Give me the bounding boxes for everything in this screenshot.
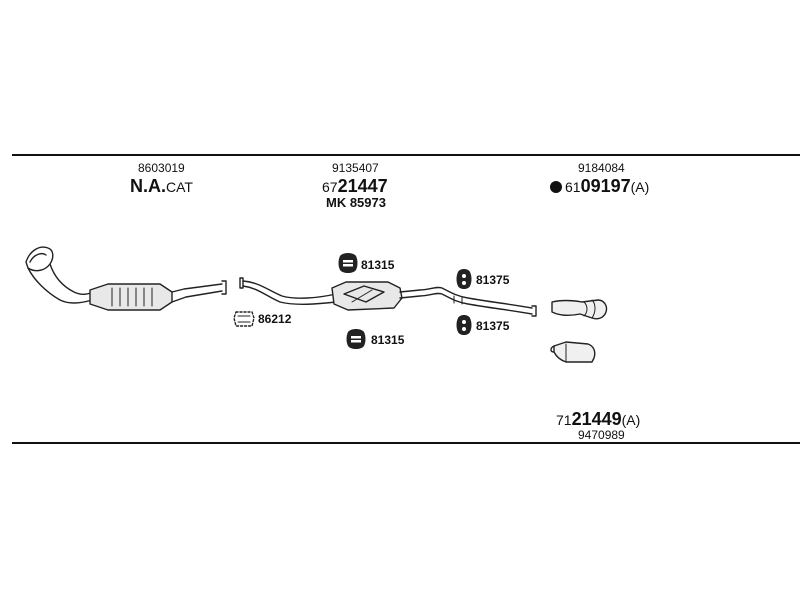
callout-hanger-top: 81315 — [361, 258, 395, 272]
part1-number: 8603019 — [138, 161, 185, 175]
part1-name-bold: N.A. — [130, 176, 166, 196]
part4-ref-suffix: (A) — [621, 412, 641, 428]
rear-tail-pipe-bottom-shape — [550, 341, 596, 363]
part3-ref: 6109197(A) — [550, 177, 649, 196]
part4-number: 9470989 — [578, 428, 625, 442]
part3-ref-prefix: 61 — [565, 179, 581, 195]
rubber-ring-top-icon — [456, 269, 472, 289]
catalytic-converter-shape — [89, 280, 227, 311]
callout-kit: 86212 — [258, 312, 292, 326]
part3-number: 9184084 — [578, 161, 625, 175]
part1-name-rest: CAT — [166, 179, 193, 195]
rear-tail-pipe-top-shape — [551, 299, 608, 320]
top-rule — [12, 154, 800, 156]
part1-name: N.A.CAT — [130, 177, 193, 196]
part2-ref-main: 21447 — [337, 176, 388, 196]
center-muffler-shape — [239, 277, 537, 317]
part3-ref-main: 09197 — [580, 176, 631, 196]
callout-ring-bottom: 81375 — [476, 319, 510, 333]
part3-bullet-icon — [550, 181, 562, 193]
part2-ref: 6721447 — [322, 177, 388, 196]
part2-number: 9135407 — [332, 161, 379, 175]
part2-ref-prefix: 67 — [322, 179, 338, 195]
rubber-hanger-top-icon — [338, 253, 358, 273]
bottom-rule — [12, 442, 800, 444]
rubber-hanger-bottom-icon — [346, 329, 366, 349]
part4-ref-prefix: 71 — [556, 412, 572, 428]
part4-ref-main: 21449 — [571, 409, 622, 429]
part2-sub: MK 85973 — [326, 195, 386, 210]
callout-hanger-bottom: 81315 — [371, 333, 405, 347]
callout-ring-top: 81375 — [476, 273, 510, 287]
rubber-ring-bottom-icon — [456, 315, 472, 335]
part4-ref: 7121449(A) — [556, 410, 640, 429]
mounting-kit-icon — [233, 311, 255, 327]
front-pipe-shape — [25, 246, 95, 304]
part3-ref-suffix: (A) — [630, 179, 650, 195]
